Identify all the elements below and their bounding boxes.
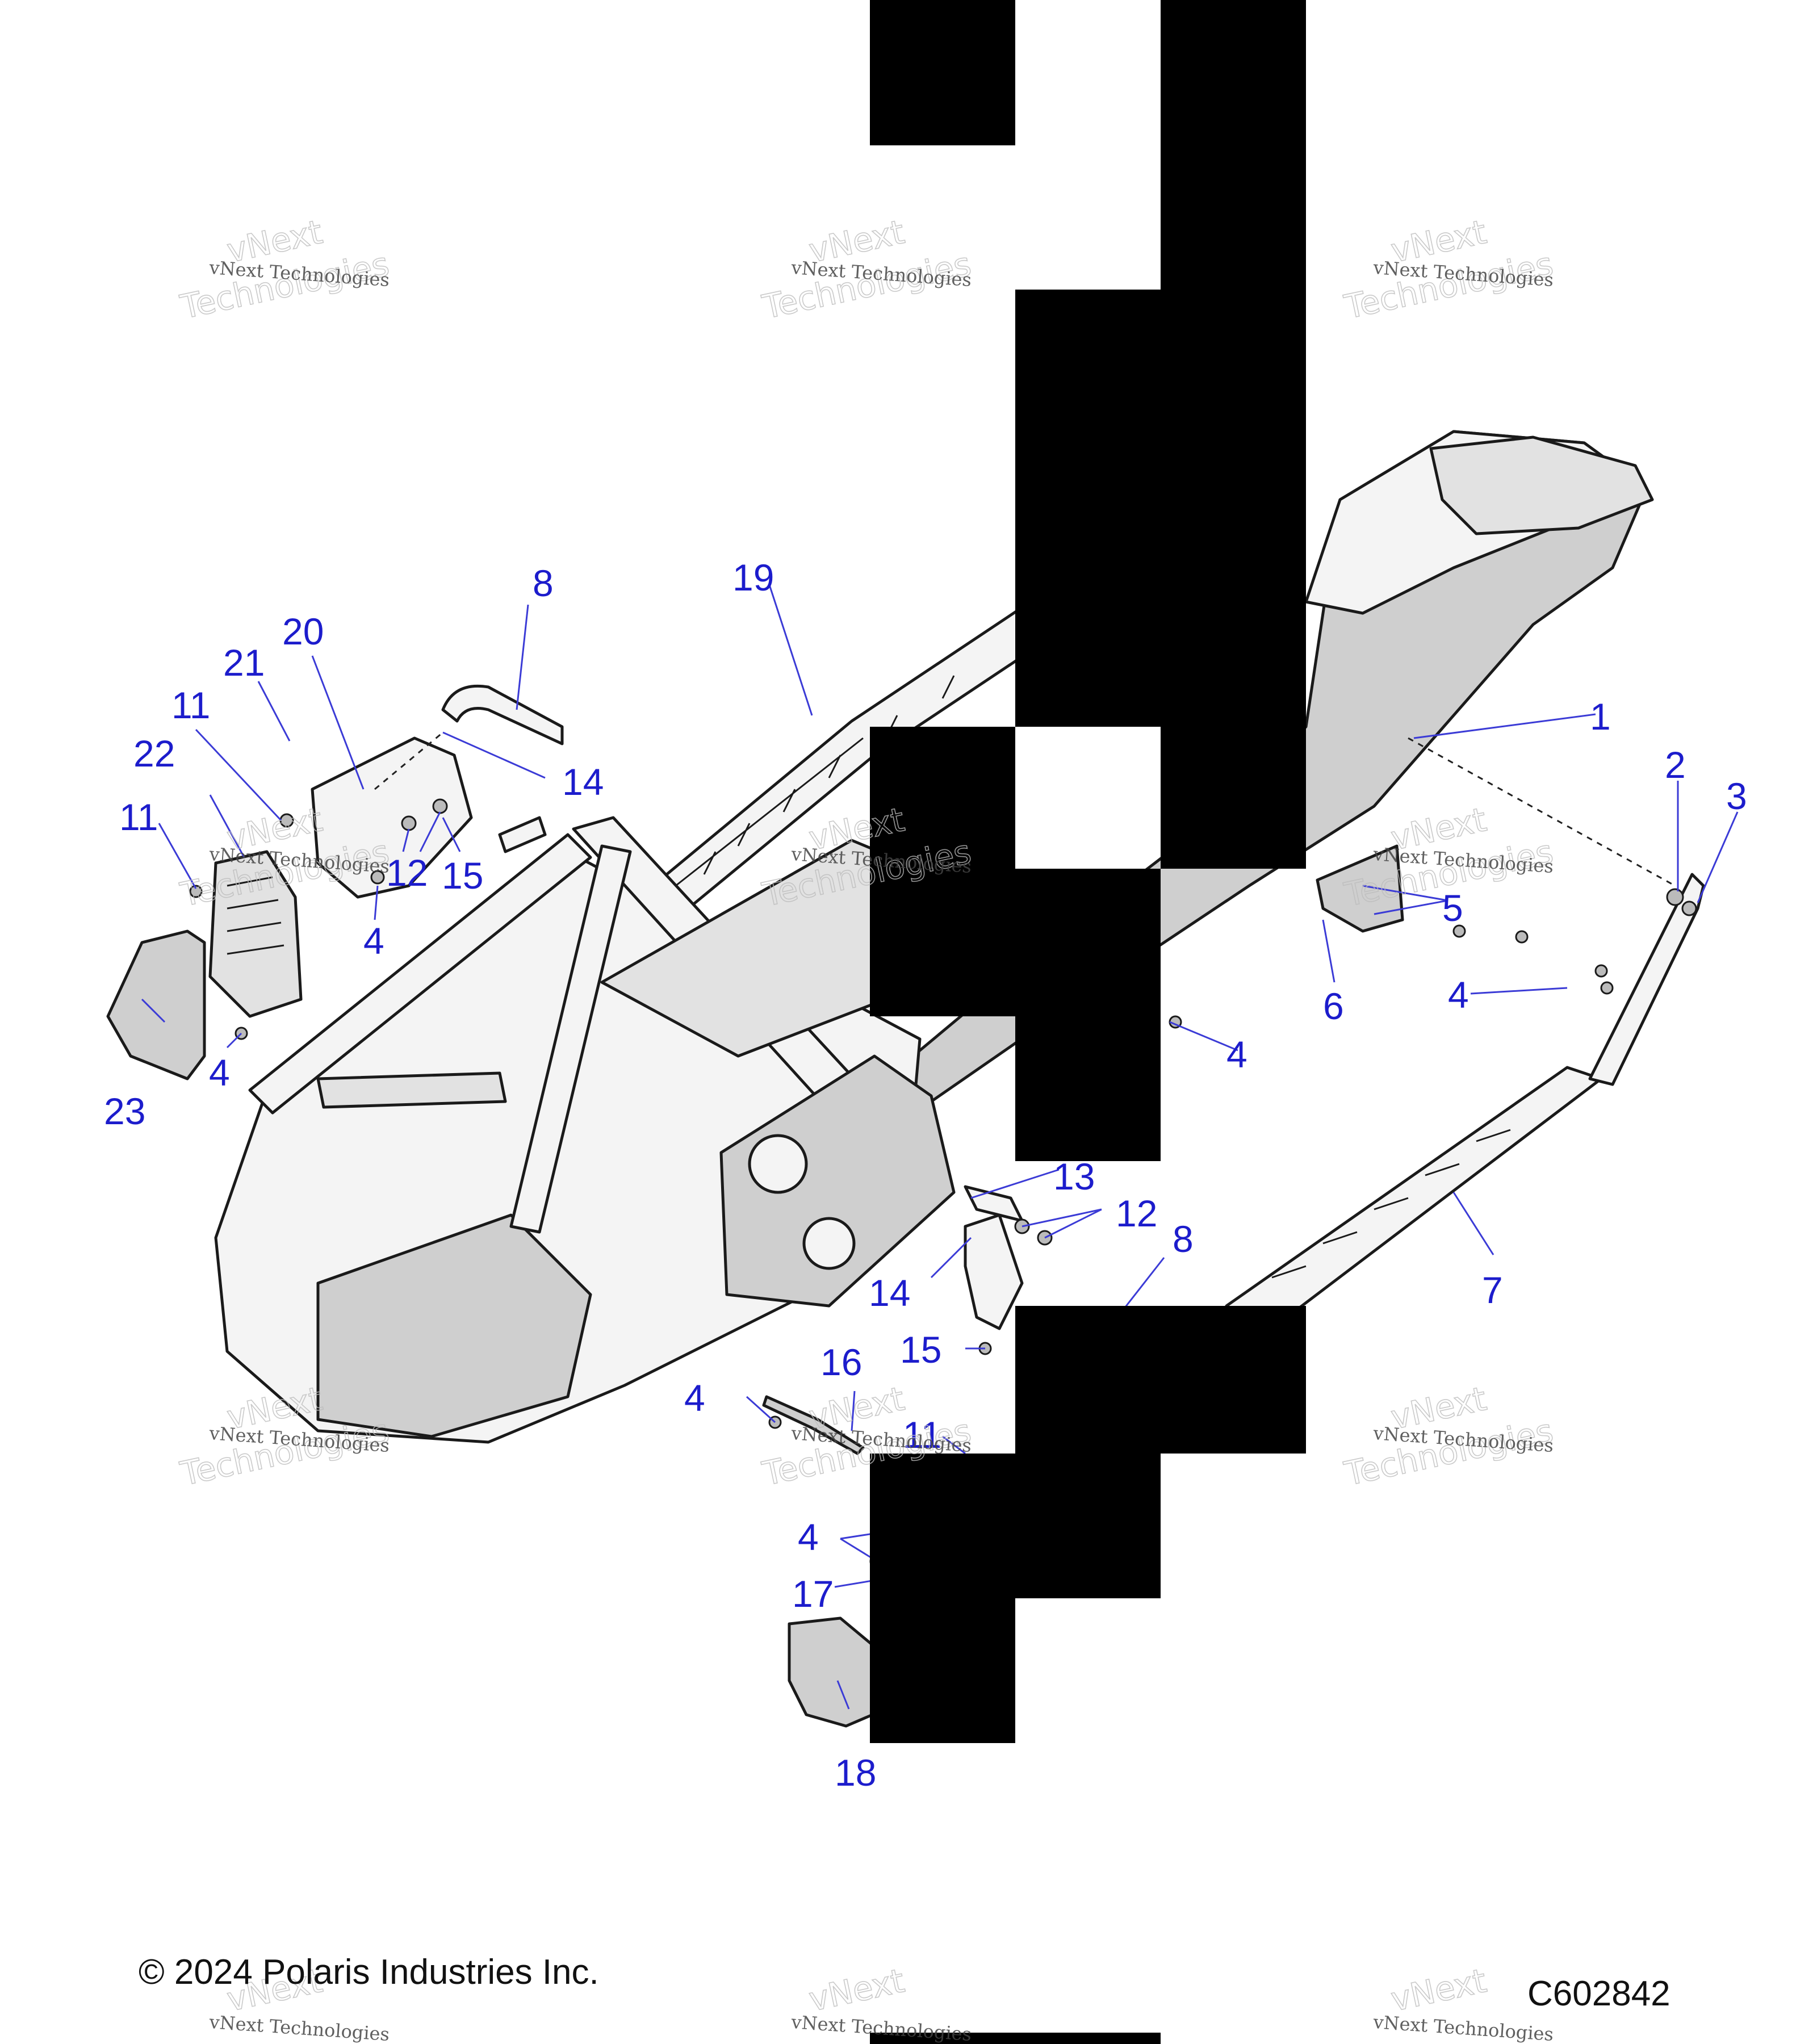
callout-3: 3 — [1726, 775, 1747, 817]
callout-4: 4 — [684, 1377, 705, 1419]
callout-8: 8 — [533, 562, 554, 604]
callout-13: 13 — [1053, 1155, 1095, 1197]
callout-5: 5 — [1442, 887, 1463, 929]
callout-15: 15 — [900, 1329, 941, 1371]
tube-b — [509, 844, 632, 1234]
svg-text:vNext Technologies: vNext Technologies — [1372, 2011, 1554, 2044]
tube-a — [248, 833, 592, 1115]
callout-17: 17 — [792, 1573, 834, 1615]
fasteners — [189, 798, 1697, 1569]
callout-6: 6 — [1323, 985, 1344, 1027]
callout-2: 2 — [1665, 744, 1686, 786]
pad-23-part — [106, 929, 206, 1080]
bracket-8b-part — [964, 1213, 1024, 1330]
callout-4: 4 — [798, 1516, 819, 1558]
callout-12: 12 — [1116, 1192, 1157, 1234]
bulkhead-shadow — [316, 1213, 592, 1438]
redaction-blocks — [870, 0, 1306, 2044]
callout-21: 21 — [223, 642, 265, 684]
callout-4: 4 — [1448, 974, 1469, 1016]
callout-4: 4 — [209, 1052, 230, 1094]
callout-numbers: 1 2 3 5 6 4 4 7 8 19 14 20 21 11 22 11 1… — [104, 556, 1747, 1794]
copyright-text: © 2024 Polaris Industries Inc. — [139, 1953, 599, 1992]
callout-12: 12 — [386, 852, 428, 894]
panel-22-part — [208, 850, 303, 1018]
side-plate-part — [719, 1054, 956, 1308]
svg-text:vNext: vNext — [806, 1961, 908, 2019]
pad-18-part — [788, 1616, 887, 1728]
svg-text:vNext: vNext — [1388, 1961, 1490, 2019]
callout-7: 7 — [1482, 1269, 1503, 1311]
callout-23: 23 — [104, 1090, 145, 1132]
callout-11: 11 — [903, 1414, 942, 1456]
callout-4: 4 — [1226, 1033, 1247, 1075]
bracket-5-part — [1316, 844, 1404, 933]
callout-14: 14 — [869, 1272, 910, 1314]
running-board-part — [1225, 1066, 1603, 1330]
watermark: vNext — [805, 1961, 908, 2019]
figure-id: C602842 — [1527, 1974, 1671, 2013]
callout-11: 11 — [171, 684, 211, 726]
callout-8: 8 — [1173, 1218, 1194, 1260]
callout-19: 19 — [732, 556, 774, 598]
bracket-20-part — [311, 736, 473, 899]
assembly-lines — [374, 731, 1676, 887]
callout-1: 1 — [1590, 696, 1611, 738]
watermark: vNext — [1387, 1961, 1490, 2019]
callout-20: 20 — [282, 610, 324, 652]
callout-16: 16 — [820, 1341, 862, 1383]
callout-11: 11 — [119, 796, 158, 838]
callout-14: 14 — [562, 761, 604, 803]
strip-16-part — [762, 1395, 865, 1455]
taillight-part — [1429, 435, 1654, 535]
leader-lines — [141, 584, 1739, 1710]
crossbar-part — [316, 1071, 507, 1109]
callout-18: 18 — [835, 1752, 876, 1794]
callout-22: 22 — [133, 732, 175, 774]
svg-text:vNext Technologies: vNext Technologies — [208, 2011, 390, 2044]
callout-4: 4 — [363, 920, 384, 962]
link-part — [498, 816, 547, 853]
handle-8-part — [441, 684, 564, 745]
callout-15: 15 — [442, 855, 483, 897]
running-board-steps — [1271, 1129, 1511, 1279]
